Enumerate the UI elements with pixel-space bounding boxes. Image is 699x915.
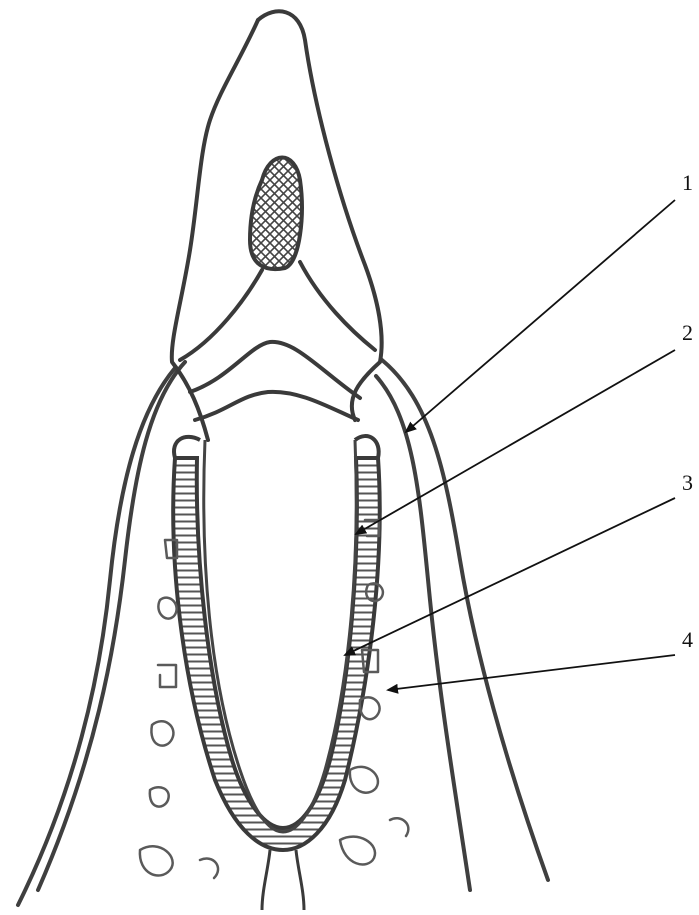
apex	[262, 850, 304, 910]
label-1: 1	[682, 170, 693, 196]
arrow-3	[345, 498, 675, 655]
crown	[172, 11, 382, 440]
leader-arrows	[345, 200, 675, 690]
pulp-horn	[250, 158, 302, 270]
arrow-1	[406, 200, 675, 432]
root	[173, 436, 379, 850]
arrow-4	[388, 655, 675, 690]
label-3: 3	[682, 470, 693, 496]
label-2: 2	[682, 320, 693, 346]
label-4: 4	[682, 627, 693, 653]
arrow-2	[356, 350, 675, 534]
gingiva	[18, 360, 548, 905]
